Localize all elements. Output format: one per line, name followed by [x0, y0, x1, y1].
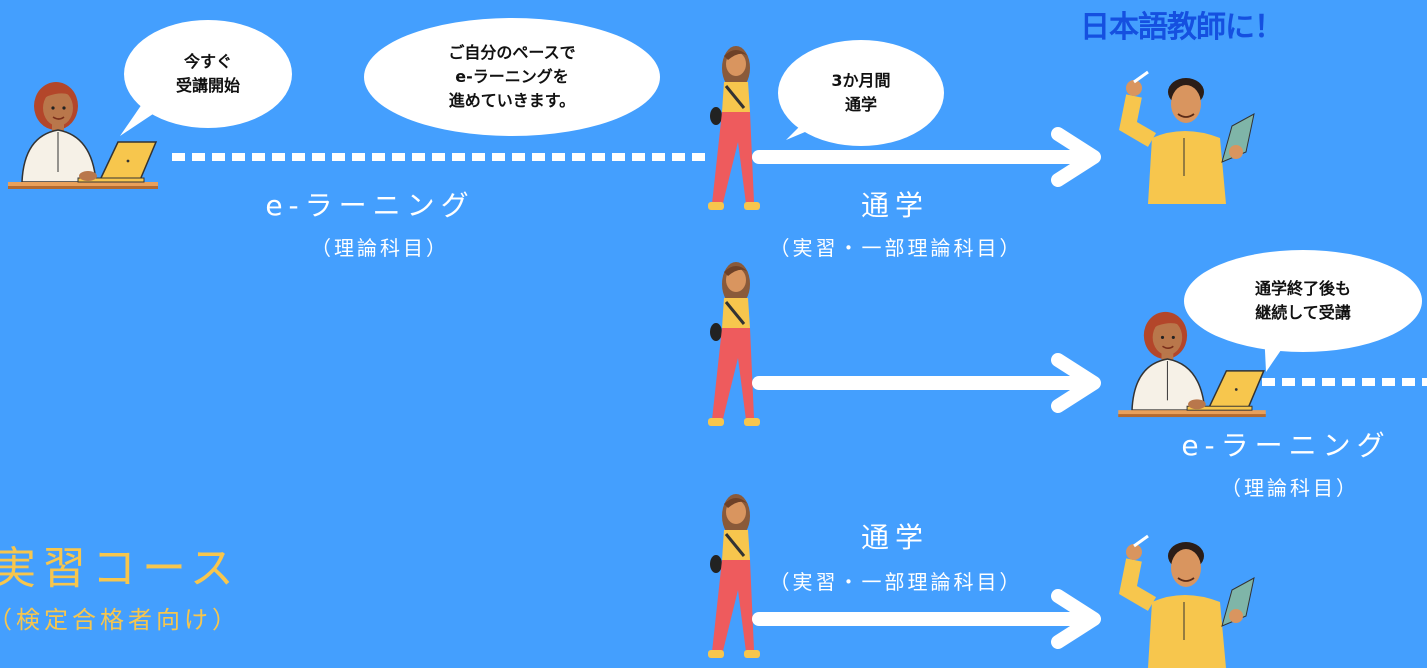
elearning-dotted-path: [172, 153, 712, 161]
speech-bubble-tail: [786, 112, 824, 140]
walking-student-illustration: [708, 262, 760, 426]
arrow-head-icon: [1051, 589, 1101, 649]
elearning-sub-label: （理論科目）: [311, 236, 449, 260]
goal-title: 日本語教師に！: [1080, 10, 1284, 45]
elearning-label: e-ラーニング: [1181, 429, 1391, 462]
teacher-illustration: [1119, 70, 1255, 204]
speech-bubble-own-pace: ご自分のペースで e-ラーニングを 進めていきます。: [364, 18, 660, 136]
commute-sub-label: （実習・一部理論科目）: [769, 570, 1023, 594]
speech-bubble-tail: [120, 104, 156, 136]
walking-student-illustration: [708, 46, 760, 210]
commute-label: 通学: [860, 189, 929, 222]
commute-label: 通学: [860, 521, 929, 554]
arrow-head-icon: [1051, 127, 1101, 187]
commute-sub-label: （実習・一部理論科目）: [769, 236, 1023, 260]
course-title: 実習コース: [0, 543, 240, 594]
teacher-illustration: [1119, 534, 1255, 668]
speech-bubble-tail: [1264, 330, 1292, 372]
student-laptop-illustration: [8, 82, 158, 189]
speech-bubble-continue: 通学終了後も 継続して受講: [1184, 250, 1422, 352]
elearning-dotted-path: [1262, 378, 1427, 386]
elearning-label: e-ラーニング: [265, 189, 475, 222]
walking-student-illustration: [708, 494, 760, 658]
elearning-sub-label: （理論科目）: [1221, 476, 1359, 500]
commute-arrow-line: [752, 150, 1082, 164]
commute-arrow-line: [752, 612, 1082, 626]
arrow-head-icon: [1051, 353, 1101, 413]
course-note: （検定合格者向け）: [0, 606, 240, 634]
student-laptop-illustration: [1118, 311, 1266, 418]
commute-arrow-line: [752, 376, 1082, 390]
